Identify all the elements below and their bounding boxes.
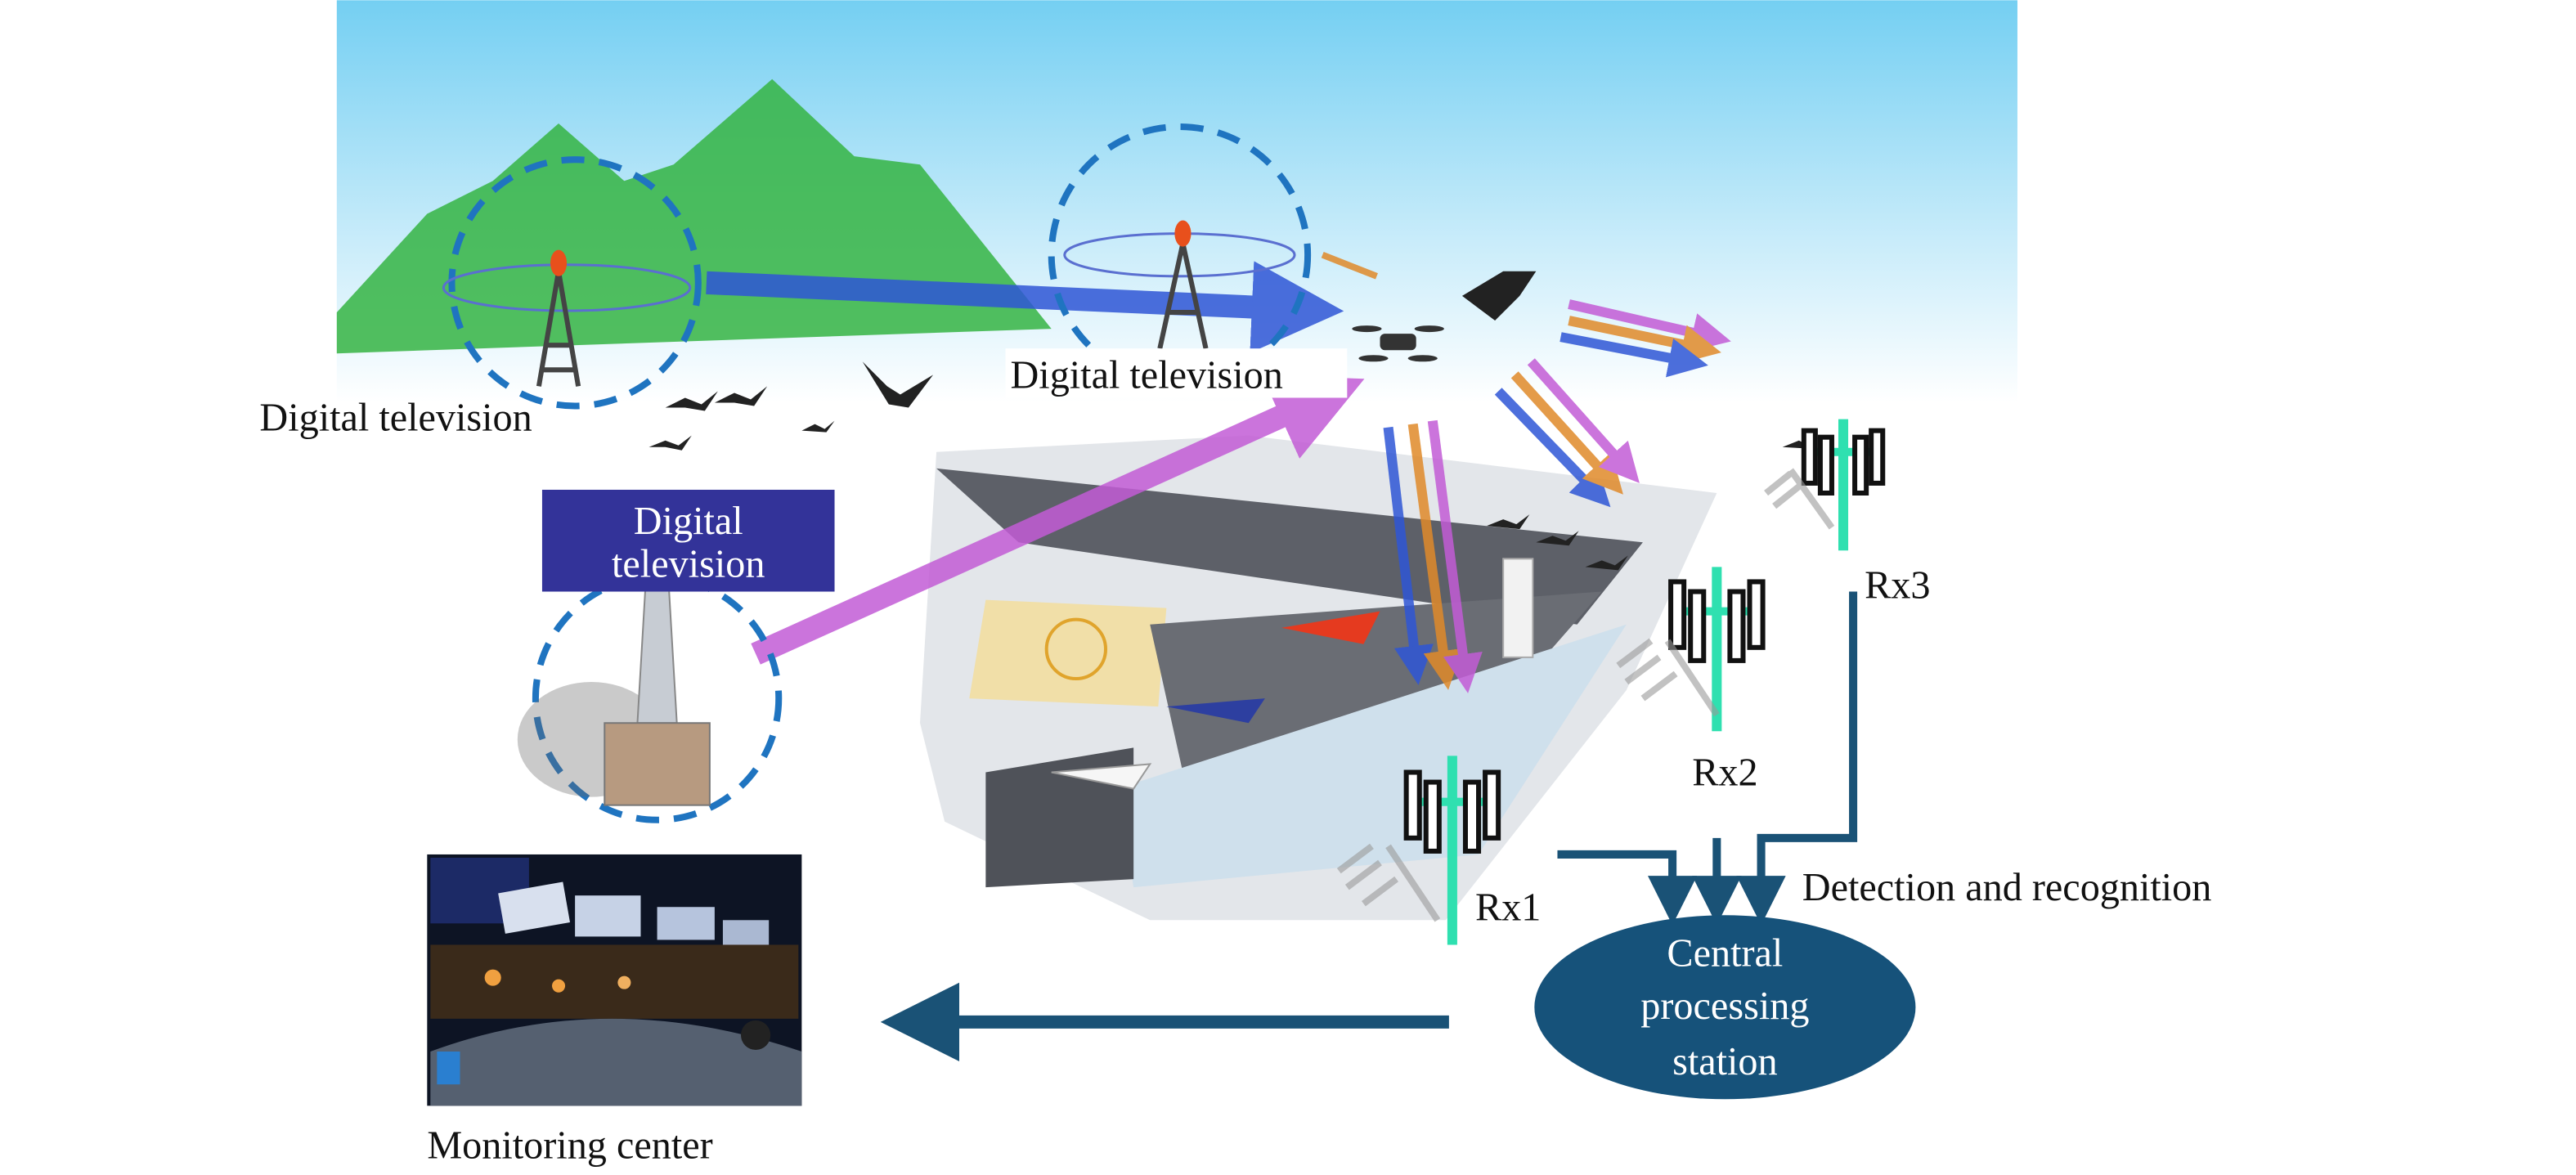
receiver-rx3 xyxy=(1764,419,1886,551)
antenna-icon xyxy=(1668,567,1766,732)
tv3-label-line1: Digital xyxy=(634,500,743,543)
tv1-label: Digital television xyxy=(259,397,532,440)
birds xyxy=(648,271,1819,571)
tv2-label: Digital television xyxy=(1010,353,1282,397)
data-flow-lines xyxy=(880,591,1858,1062)
monitoring-center-photo xyxy=(427,854,802,1106)
large-bird xyxy=(1461,271,1537,321)
tower-icon xyxy=(536,271,581,387)
detection-label: Detection and recognition xyxy=(1802,866,2212,909)
central-label-line1: Central xyxy=(1667,932,1783,975)
tv-transmitter-3 xyxy=(517,573,783,823)
tower-icon xyxy=(1157,242,1209,349)
rx1-label: Rx1 xyxy=(1475,886,1541,929)
central-processing-station xyxy=(1534,915,1916,1100)
signal-arrows xyxy=(706,251,1731,693)
tv3-label-box xyxy=(541,489,835,592)
tv-transmitter-1 xyxy=(442,156,702,410)
rx1-to-station-arrow xyxy=(1557,850,1698,926)
drone-icon xyxy=(1352,325,1444,362)
rx2-label: Rx2 xyxy=(1692,751,1757,795)
rx3-label: Rx3 xyxy=(1865,564,1930,608)
tv3-label-line2: television xyxy=(612,542,765,585)
rx3-to-station-arrow xyxy=(1736,591,1858,926)
antenna-icon xyxy=(1403,756,1501,945)
receiver-rx1 xyxy=(1336,756,1501,945)
central-label-line2: processing xyxy=(1640,984,1809,1028)
monitoring-label: Monitoring center xyxy=(427,1124,712,1168)
receiver-rx2 xyxy=(1616,567,1766,732)
airport-illustration xyxy=(920,435,1717,921)
tower-icon xyxy=(636,582,678,724)
red-aircraft xyxy=(1281,611,1380,644)
coverage-circle xyxy=(448,156,702,410)
central-label-line3: station xyxy=(1672,1040,1778,1083)
antenna-icon xyxy=(1801,419,1886,551)
